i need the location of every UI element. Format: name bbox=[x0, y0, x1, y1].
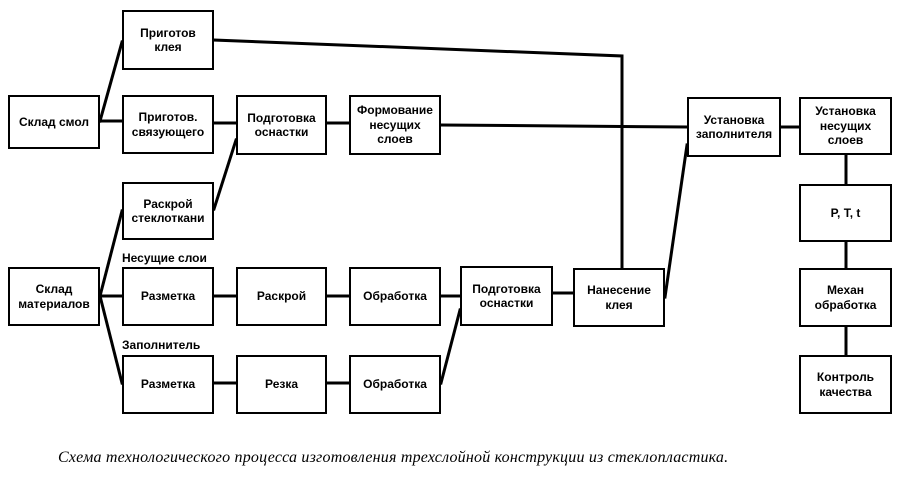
box-razmetka-1: Разметка bbox=[122, 267, 214, 326]
box-ptt: P, T, t bbox=[799, 184, 892, 242]
box-ustanovka-nesuschih: Установка несущих слоев bbox=[799, 97, 892, 155]
box-nanesenie-kleya: Нанесение клея bbox=[573, 268, 665, 327]
box-rezka: Резка bbox=[236, 355, 327, 414]
box-obrabotka-1: Обработка bbox=[349, 267, 441, 326]
box-podgotovka-osnastki-1: Подготовка оснастки bbox=[236, 95, 327, 155]
label-zapolnitel: Заполнитель bbox=[122, 338, 201, 352]
figure-caption: Схема технологического процесса изготовл… bbox=[58, 449, 729, 466]
box-raskroy-steklotkani: Раскрой стеклоткани bbox=[122, 182, 214, 240]
box-raskroy: Раскрой bbox=[236, 267, 327, 326]
box-sklad-smol: Склад смол bbox=[8, 95, 100, 149]
box-obrabotka-2: Обработка bbox=[349, 355, 441, 414]
box-podgotovka-osnastki-2: Подготовка оснастки bbox=[460, 266, 553, 326]
box-ustanovka-zapolnitelya: Установка заполнителя bbox=[687, 97, 781, 157]
box-prigotov-kleya: Приготов клея bbox=[122, 10, 214, 70]
box-mehan-obrabotka: Механ обработка bbox=[799, 268, 892, 327]
box-razmetka-2: Разметка bbox=[122, 355, 214, 414]
box-formovanie: Формование несущих слоев bbox=[349, 95, 441, 155]
label-nesuschie-sloi: Несущие слои bbox=[122, 251, 207, 265]
box-prigotov-svyazuyuschego: Приготов. связующего bbox=[122, 95, 214, 154]
box-kontrol-kachestva: Контроль качества bbox=[799, 355, 892, 414]
box-sklad-materialov: Склад материалов bbox=[8, 267, 100, 326]
